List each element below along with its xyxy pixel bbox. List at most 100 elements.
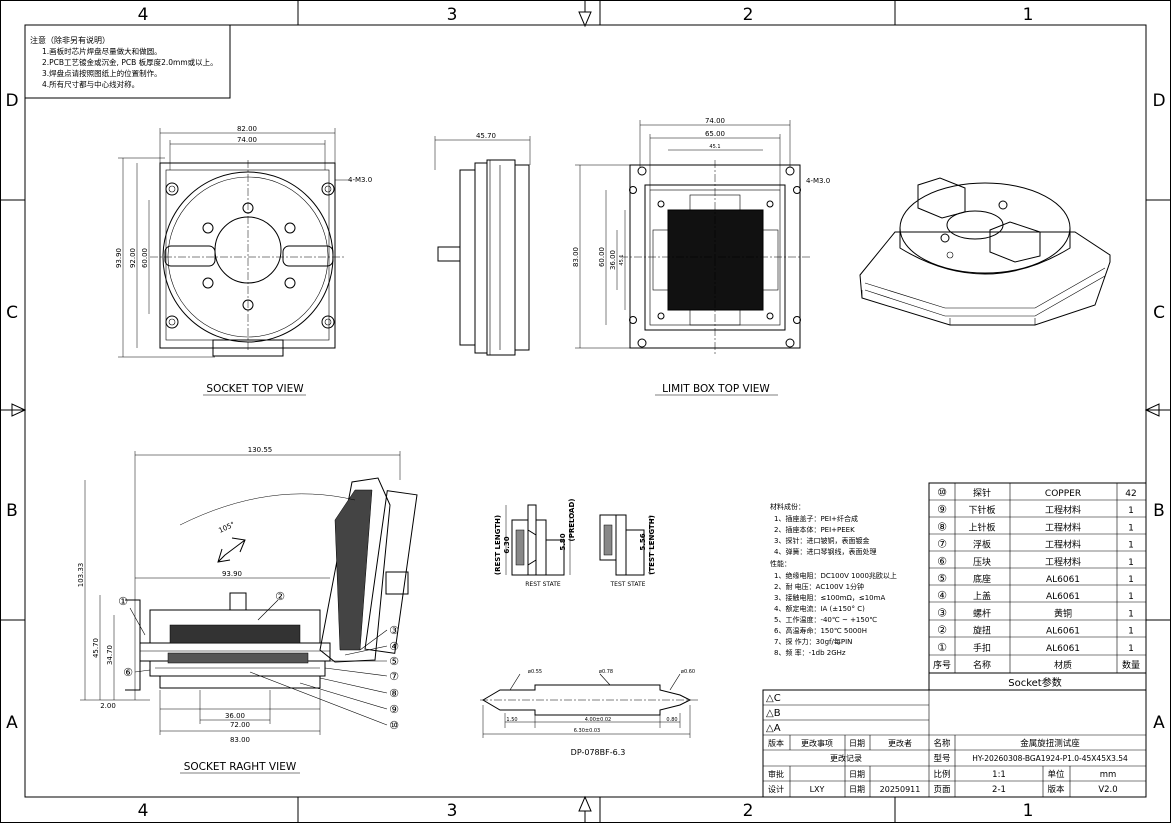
material-1: 1、插座盖子：PEI+纤合成 [774, 514, 858, 523]
approve-label: 审批 [768, 769, 784, 779]
zone-col-2-bottom: 2 [743, 801, 754, 821]
balloon-10: ⑩ [389, 719, 399, 732]
bom-header-qty: 数量 [1122, 659, 1140, 671]
inner-border [24, 24, 1147, 798]
perf-7: 7、探 作力：30gf/每PIN [774, 637, 852, 646]
zone-col-3-bottom: 3 [447, 801, 458, 821]
zone-row-a-left: A [6, 713, 18, 733]
socket-right-view-caption: SOCKET RAGHT VIEW [184, 761, 297, 773]
zone-col-4-top: 4 [138, 5, 149, 25]
scale-value: 1:1 [992, 770, 1006, 780]
test-length-value: 5.56 [639, 533, 647, 550]
bom-cell-no: ② [937, 624, 947, 637]
bom-cell-no: ④ [937, 589, 947, 602]
zone-col-1-bottom: 1 [1023, 801, 1034, 821]
side-dim-34.7: 34.70 [106, 645, 114, 665]
top-dim-60: 60.00 [141, 248, 149, 268]
material-2: 2、插座本体：PEI+PEEK [774, 525, 855, 534]
side-dim-72: 72.00 [230, 721, 250, 729]
bom-header-material: 材质 [1054, 659, 1072, 671]
probe-dim-1.50: 1.50 [506, 717, 517, 723]
side-view [434, 136, 531, 356]
perf-6: 6、高温寿命：150℃ 5000H [774, 626, 867, 635]
test-state-label: TEST STATE [610, 581, 646, 588]
bom-cell-qty: 1 [1128, 575, 1134, 585]
page-value: 2-1 [992, 785, 1006, 795]
limit-dim-74: 74.00 [705, 117, 725, 125]
bom-cell-qty: 1 [1128, 558, 1134, 568]
rest-length-value: 6.30 [503, 536, 511, 553]
bom-cell-qty: 1 [1128, 541, 1134, 551]
limit-dim-83: 83.00 [572, 247, 580, 267]
scale-label: 比例 [933, 769, 950, 780]
bom-cell-material: 工程材料 [1045, 521, 1081, 533]
bom-cell-material: 工程材料 [1045, 556, 1081, 568]
perf-3: 3、接触电阻：≤100mΩ，≤10mA [774, 593, 885, 602]
limit-dim-45.1-h: 45.1 [709, 144, 720, 150]
preload-value: 5.80 [559, 533, 567, 550]
side-dim-83: 83.00 [230, 736, 250, 744]
socket-right-view [80, 451, 418, 735]
model-label: 型号 [933, 754, 950, 764]
bom-header-no: 序号 [933, 659, 951, 671]
bom-cell-qty: 42 [1125, 489, 1136, 499]
rev-b: △B [766, 708, 781, 719]
bom-cell-no: ① [937, 641, 947, 654]
model-number: HY-20260308-BGA1924-P1.0-45X45X3.54 [972, 754, 1128, 763]
bom-cell-qty: 1 [1128, 592, 1134, 602]
probe-dim-d055: ø0.55 [528, 669, 542, 675]
note-1: 1.画板时芯片焊盘尽量做大和做圆。 [42, 46, 162, 56]
bom-cell-material: 工程材料 [1045, 539, 1081, 551]
limit-dim-65: 65.00 [705, 130, 725, 138]
rev-caption: 更改记录 [830, 753, 862, 763]
bom-cell-no: ⑤ [937, 572, 947, 585]
bom-cell-material: AL6061 [1046, 592, 1080, 602]
limit-box-view [575, 120, 810, 355]
limit-dim-45.1-v: 45.1 [619, 254, 625, 265]
preload-label: (PRELOAD) [568, 499, 576, 542]
version-value: V2.0 [1098, 785, 1117, 795]
bom-header-name: 名称 [973, 659, 991, 671]
bom-cell-name: 探针 [973, 487, 991, 499]
side-dim-36: 36.00 [225, 712, 245, 720]
bom-cell-no: ⑨ [937, 503, 947, 516]
materials-title: 材料成份： [770, 502, 805, 511]
probe-dim-d078: ø0.78 [599, 669, 613, 675]
bom-cell-material: AL6061 [1046, 575, 1080, 585]
title-block [762, 689, 1147, 798]
perf-title: 性能： [770, 559, 791, 568]
zone-row-d-left: D [5, 91, 18, 111]
top-dim-93.9: 93.90 [115, 248, 123, 268]
rev-header-version: 版本 [768, 738, 784, 748]
side-dim-130.55: 130.55 [248, 446, 273, 454]
bom-cell-no: ⑥ [937, 555, 947, 568]
test-length-label: (TEST LENGTH) [648, 515, 656, 575]
zone-row-c-left: C [6, 303, 18, 323]
bom-cell-qty: 1 [1128, 627, 1134, 637]
rev-c: △C [766, 693, 781, 704]
zone-col-3-top: 3 [447, 5, 458, 25]
rest-length-label: (REST LENGTH) [494, 515, 502, 575]
zone-row-a-right: A [1153, 713, 1165, 733]
probe-dim-6.30: 6.30±0.03 [574, 728, 600, 734]
side-dim-105deg: 105° [217, 520, 236, 534]
limit-box-view-caption: LIMIT BOX TOP VIEW [662, 383, 770, 395]
balloon-6: ⑥ [123, 666, 133, 679]
material-4: 4、弹簧：进口琴钢线，表面处理 [774, 547, 876, 556]
limit-dim-36: 36.00 [609, 250, 617, 270]
bom-cell-name: 手扣 [973, 642, 991, 654]
probe-caption: DP-078BF-6.3 [571, 748, 626, 757]
top-dim-74: 74.00 [237, 136, 257, 144]
perf-1: 1、绝缘电阻：DC100V 1000兆欧以上 [774, 571, 897, 580]
bom-cell-no: ⑦ [937, 538, 947, 551]
specs-block: 材料成份： 1、插座盖子：PEI+纤合成 2、插座本体：PEI+PEEK 3、探… [770, 502, 897, 657]
isometric-view [859, 177, 1111, 326]
bom-cell-name: 旋扭 [973, 625, 991, 637]
bom-cell-name: 压块 [973, 556, 991, 568]
design-date: 20250911 [880, 785, 921, 794]
bom-cell-name: 上针板 [968, 521, 995, 533]
